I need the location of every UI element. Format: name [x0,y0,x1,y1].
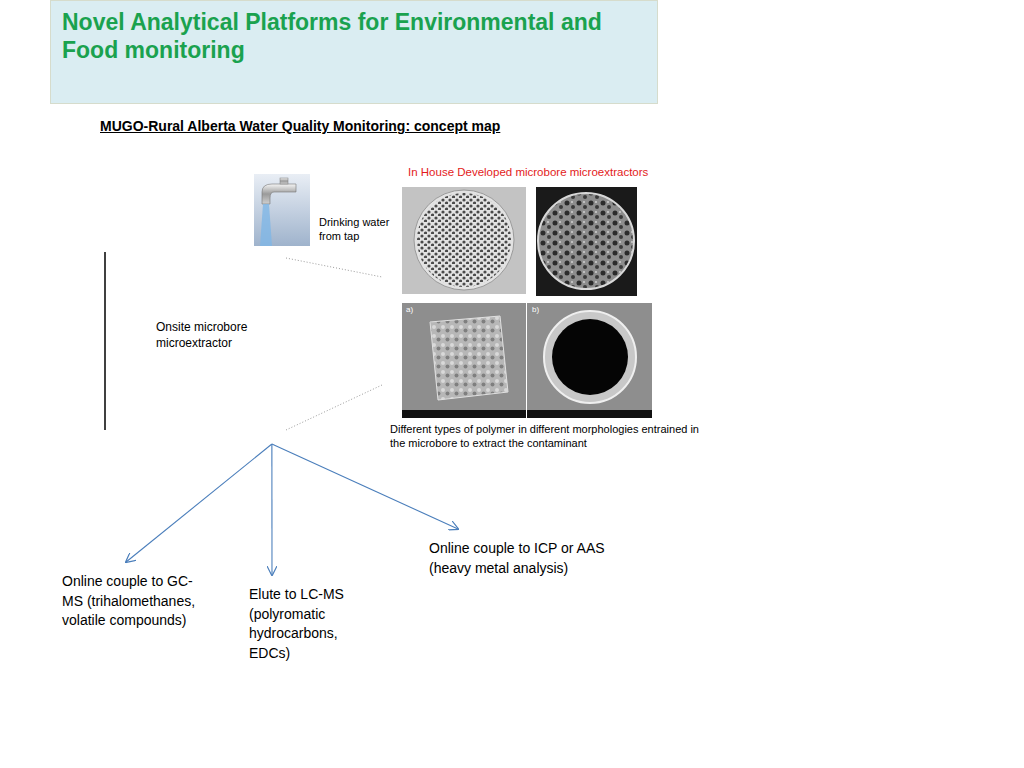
faucet [262,184,296,204]
sem-image [402,187,526,294]
leader-line [286,385,382,430]
subtitle: MUGO-Rural Alberta Water Quality Monitor… [100,118,620,136]
polymer-particle [430,316,508,400]
node-text: Online couple to ICP or AAS (heavy metal… [429,539,621,578]
sem-image [527,303,652,418]
process-region: Onsite microbore microextractor [105,250,385,444]
tap-photo [254,174,310,246]
capillary-wall [544,311,636,403]
scale-strip [527,410,652,418]
hole-array [414,190,514,290]
panel-letter: a) [406,305,426,315]
panel-letter: b) [532,305,552,315]
image-label: Drinking water from tap [319,216,399,244]
water-stream [260,204,272,246]
analysis-step: Online couple to ICP or AAS (heavy metal… [425,535,625,583]
faucet-handle [280,178,288,184]
sem-image [536,187,637,296]
node-text: Onsite microbore microextractor [156,320,260,351]
image-caption: Different types of polymer in different … [390,423,700,451]
porous-monolith [538,193,634,289]
node-text: Online couple to GC-MS (trihalomethanes,… [62,572,202,631]
capillary-bore [552,319,628,395]
leader-line [286,258,382,277]
analysis-step: Online couple to GC-MS (trihalomethanes,… [58,568,206,635]
image-heading: In House Developed microbore microextrac… [408,165,698,179]
analysis-step: Elute to LC-MS (polyromatic hydrocarbons… [245,581,353,668]
sem-image [402,303,526,418]
scale-strip [402,410,526,418]
branch-arrow [271,444,272,575]
bracket-line [104,252,106,430]
page-title: Novel Analytical Platforms for Environme… [62,8,652,64]
branch-arrow [126,444,272,562]
fiber-cross-section [414,190,514,290]
branch-arrow [272,444,458,529]
node-text: Elute to LC-MS (polyromatic hydrocarbons… [249,585,349,663]
